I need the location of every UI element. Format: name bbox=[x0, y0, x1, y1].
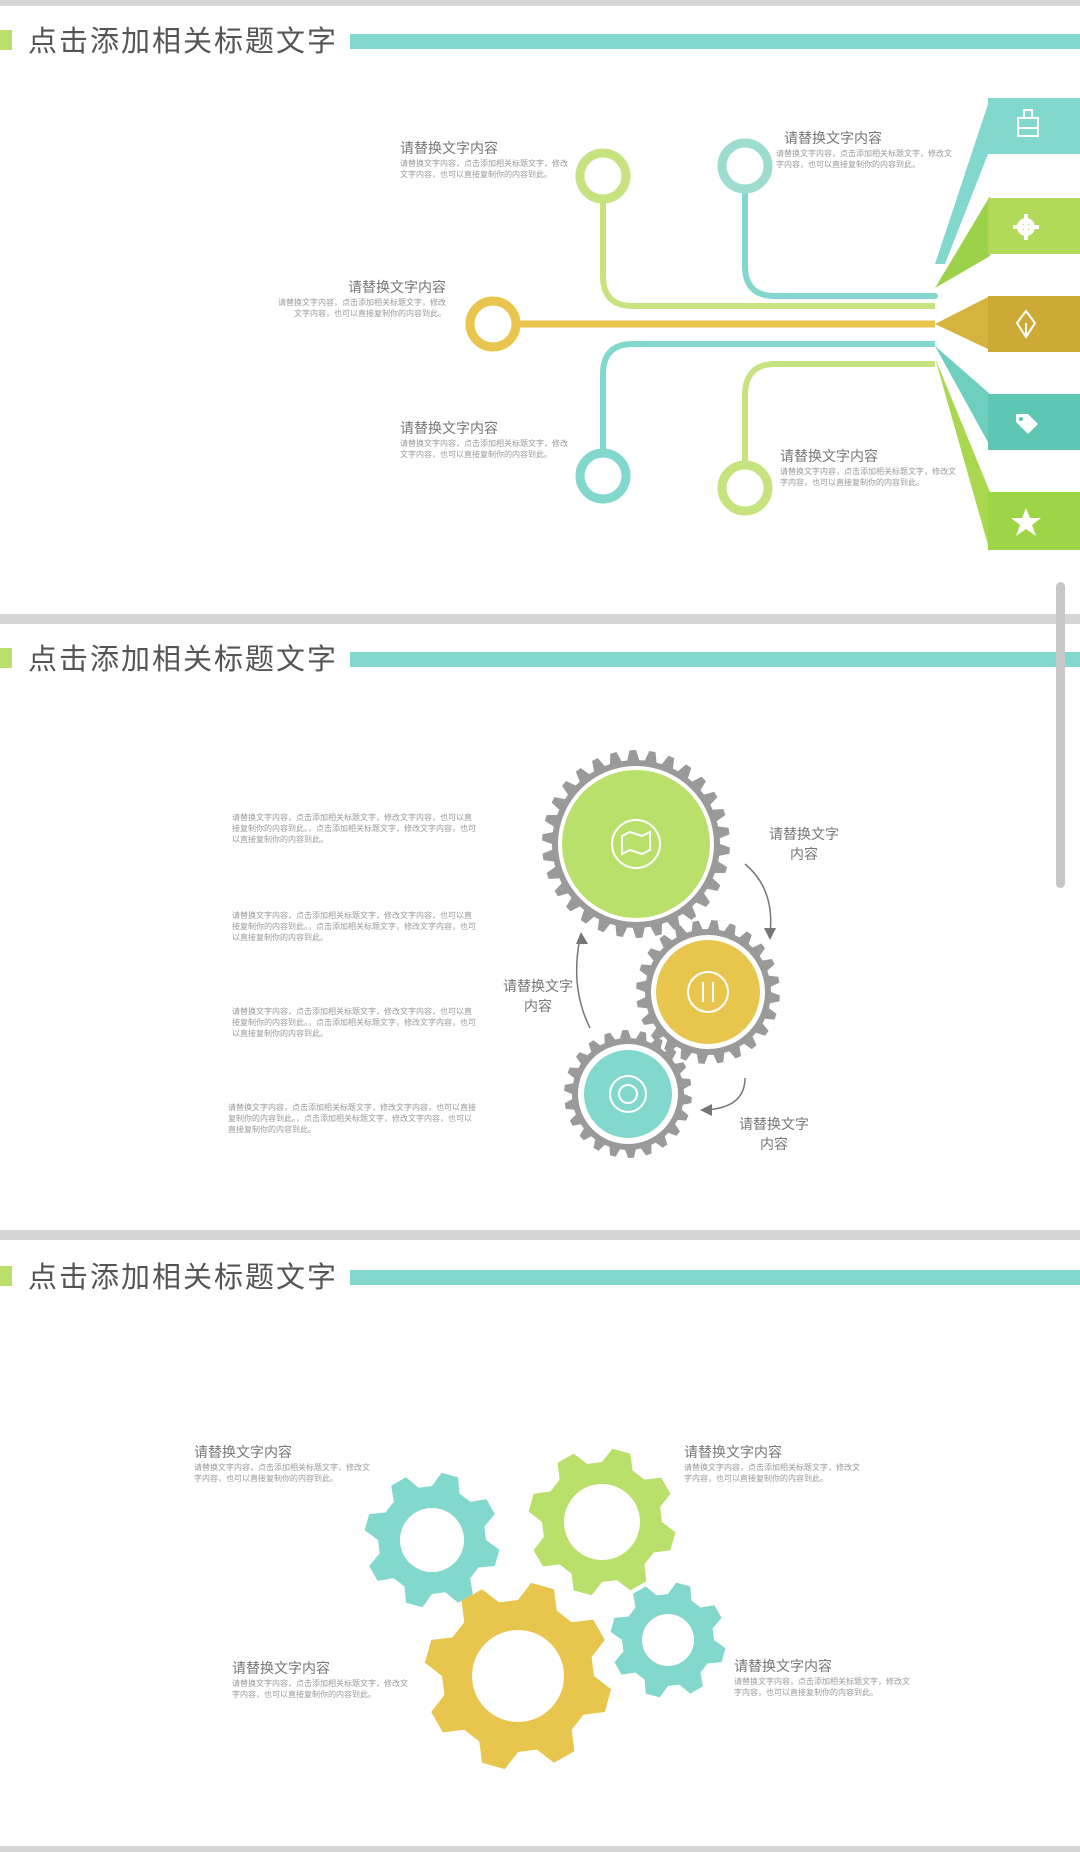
item-body: 请替换文字内容，点击添加相关标题文字，修改文字内容，也可以直接复制你的内容到此。 bbox=[194, 1463, 370, 1483]
item-heading: 请替换文字内容 bbox=[400, 421, 498, 437]
title-mark bbox=[0, 648, 12, 668]
item-4[interactable]: 请替换文字内容 请替换文字内容，点击添加相关标题文字，修改文字内容，也可以直接复… bbox=[734, 1656, 914, 1698]
item-5[interactable]: 请替换文字内容 请替换文字内容，点击添加相关标题文字，修改文字内容，也可以直接复… bbox=[780, 446, 960, 488]
item-heading: 请替换文字内容 bbox=[400, 141, 498, 157]
item-body: 请替换文字内容，点击添加相关标题文字，修改文字内容，也可以直接复制你的内容到此。 bbox=[278, 298, 446, 318]
paragraph-1[interactable]: 请替换文字内容，点击添加相关标题文字，修改文字内容，也可以直接复制你的内容到此。… bbox=[232, 813, 476, 844]
node-2 bbox=[717, 138, 773, 194]
tab-4[interactable] bbox=[935, 346, 1080, 450]
item-1[interactable]: 请替换文字内容 请替换文字内容，点击添加相关标题文字，修改文字内容，也可以直接复… bbox=[400, 138, 570, 180]
slide-1: 点击添加相关标题文字 bbox=[0, 6, 1080, 614]
title-bar bbox=[350, 1270, 1080, 1285]
gear-hole bbox=[642, 1614, 694, 1666]
gear-label-2[interactable]: 请替换文字内容 bbox=[503, 979, 573, 1015]
paragraph-4[interactable]: 请替换文字内容，点击添加相关标题文字，修改文字内容，也可以直接复制你的内容到此。… bbox=[228, 1103, 476, 1134]
gear-icon bbox=[1013, 214, 1039, 240]
star-icon bbox=[1011, 508, 1041, 536]
gear-fill bbox=[562, 770, 710, 918]
item-heading: 请替换文字内容 bbox=[734, 1659, 832, 1675]
item-heading: 请替换文字内容 bbox=[684, 1445, 782, 1461]
item-body: 请替换文字内容，点击添加相关标题文字，修改文字内容，也可以直接复制你的内容到此。 bbox=[232, 1679, 408, 1699]
item-body: 请替换文字内容，点击添加相关标题文字，修改文字内容，也可以直接复制你的内容到此。 bbox=[400, 439, 568, 459]
item-heading: 请替换文字内容 bbox=[348, 280, 446, 296]
item-2[interactable]: 请替换文字内容 请替换文字内容，点击添加相关标题文字，修改文字内容，也可以直接复… bbox=[684, 1442, 864, 1484]
gear-medium[interactable] bbox=[636, 920, 780, 1064]
tools-icon bbox=[687, 971, 729, 1013]
title-bar bbox=[350, 34, 1080, 49]
refresh-icon bbox=[609, 1075, 647, 1113]
item-3[interactable]: 请替换文字内容 请替换文字内容，点击添加相关标题文字，修改文字内容，也可以直接复… bbox=[232, 1658, 412, 1700]
gear-hole bbox=[472, 1630, 564, 1722]
slide-title[interactable]: 点击添加相关标题文字 bbox=[28, 1260, 339, 1294]
title-mark bbox=[0, 30, 12, 50]
gear-mustard[interactable] bbox=[424, 1582, 612, 1770]
item-2[interactable]: 请替换文字内容 请替换文字内容，点击添加相关标题文字，修改文字内容，也可以直接复… bbox=[776, 128, 956, 170]
gear-fill bbox=[584, 1050, 672, 1138]
gear-fill bbox=[656, 940, 760, 1044]
gear-label-1[interactable]: 请替换文字内容 bbox=[769, 827, 839, 863]
item-heading: 请替换文字内容 bbox=[780, 449, 878, 465]
item-heading: 请替换文字内容 bbox=[194, 1445, 292, 1461]
gear-label-3[interactable]: 请替换文字内容 bbox=[739, 1117, 809, 1153]
node-1 bbox=[575, 148, 631, 204]
item-body: 请替换文字内容，点击添加相关标题文字，修改文字内容，也可以直接复制你的内容到此。 bbox=[780, 467, 956, 487]
node-5 bbox=[717, 460, 773, 516]
title-mark bbox=[0, 1266, 12, 1286]
item-1[interactable]: 请替换文字内容 请替换文字内容，点击添加相关标题文字，修改文字内容，也可以直接复… bbox=[194, 1442, 374, 1484]
map-icon bbox=[611, 819, 661, 869]
slide-title[interactable]: 点击添加相关标题文字 bbox=[28, 24, 339, 58]
title-bar bbox=[350, 652, 1080, 667]
item-heading: 请替换文字内容 bbox=[232, 1661, 330, 1677]
item-body: 请替换文字内容，点击添加相关标题文字，修改文字内容，也可以直接复制你的内容到此。 bbox=[684, 1463, 860, 1483]
gear-cluster bbox=[364, 1448, 726, 1770]
item-heading: 请替换文字内容 bbox=[784, 131, 882, 147]
gear-hole bbox=[564, 1484, 640, 1560]
gear-teal-left[interactable] bbox=[364, 1472, 500, 1608]
tag-icon bbox=[1016, 414, 1038, 434]
item-body: 请替换文字内容，点击添加相关标题文字，修改文字内容，也可以直接复制你的内容到此。 bbox=[400, 159, 568, 179]
gear-diagram bbox=[542, 750, 780, 1158]
gear-large[interactable] bbox=[542, 750, 730, 938]
gear-lime[interactable] bbox=[528, 1448, 676, 1596]
item-3[interactable]: 请替换文字内容 请替换文字内容，点击添加相关标题文字，修改文字内容，也可以直接复… bbox=[276, 277, 446, 319]
node-4 bbox=[575, 448, 631, 504]
brush-icon bbox=[1017, 109, 1039, 137]
slide-2: 点击添加相关标题文字 请替换文字内容，点击添加相关标题文字，修改文字内容，也可以… bbox=[0, 624, 1080, 1230]
gear-small[interactable] bbox=[564, 1030, 692, 1158]
node-3 bbox=[465, 296, 521, 352]
slide-title[interactable]: 点击添加相关标题文字 bbox=[28, 642, 339, 676]
circuit-diagram bbox=[465, 98, 1080, 552]
tab-3[interactable] bbox=[935, 296, 1080, 352]
item-4[interactable]: 请替换文字内容 请替换文字内容，点击添加相关标题文字，修改文字内容，也可以直接复… bbox=[400, 418, 570, 460]
paragraph-3[interactable]: 请替换文字内容，点击添加相关标题文字，修改文字内容，也可以直接复制你的内容到此。… bbox=[232, 1007, 476, 1038]
paragraph-2[interactable]: 请替换文字内容，点击添加相关标题文字，修改文字内容，也可以直接复制你的内容到此。… bbox=[232, 911, 476, 942]
gear-hole bbox=[400, 1508, 464, 1572]
gear-teal-right[interactable] bbox=[610, 1582, 726, 1698]
slide-3: 点击添加相关标题文字 请替换文字内容 请替换文字内容，点击添加相关标题文字，修改… bbox=[0, 1240, 1080, 1846]
item-body: 请替换文字内容，点击添加相关标题文字，修改文字内容，也可以直接复制你的内容到此。 bbox=[734, 1677, 910, 1697]
item-body: 请替换文字内容，点击添加相关标题文字，修改文字内容，也可以直接复制你的内容到此。 bbox=[776, 149, 952, 169]
tab-1[interactable] bbox=[935, 98, 1080, 264]
scrollbar[interactable] bbox=[1056, 582, 1065, 888]
pen-nib-icon bbox=[1015, 309, 1037, 339]
